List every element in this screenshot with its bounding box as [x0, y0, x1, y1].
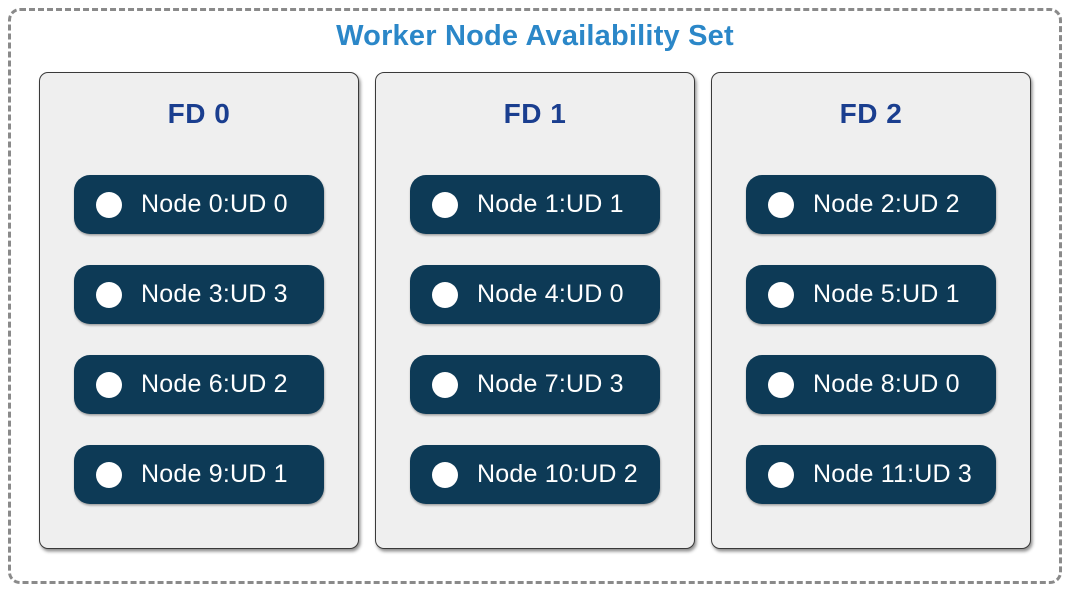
- node-label: Node 3:UD 3: [141, 280, 288, 308]
- node-list: Node 0:UD 0 Node 3:UD 3 Node 6:UD 2 Node…: [40, 175, 358, 504]
- fault-domain-panel-fd1: FD 1 Node 1:UD 1 Node 4:UD 0 Node 7:UD 3: [375, 72, 695, 549]
- node-label: Node 1:UD 1: [477, 190, 624, 218]
- filled-circle-icon: [432, 371, 458, 398]
- filled-circle-icon: [96, 191, 122, 218]
- node-label: Node 7:UD 3: [477, 370, 624, 398]
- node-pill: Node 9:UD 1: [74, 445, 324, 504]
- node-pill: Node 0:UD 0: [74, 175, 324, 234]
- node-label: Node 11:UD 3: [813, 460, 972, 488]
- node-pill: Node 8:UD 0: [746, 355, 996, 414]
- filled-circle-icon: [96, 371, 122, 398]
- node-pill: Node 4:UD 0: [410, 265, 660, 324]
- filled-circle-icon: [432, 281, 458, 308]
- node-label: Node 4:UD 0: [477, 280, 624, 308]
- node-pill: Node 3:UD 3: [74, 265, 324, 324]
- filled-circle-icon: [768, 281, 794, 308]
- fault-domain-panel-fd0: FD 0 Node 0:UD 0 Node 3:UD 3 Node 6:UD 2: [39, 72, 359, 549]
- node-list: Node 1:UD 1 Node 4:UD 0 Node 7:UD 3 Node…: [376, 175, 694, 504]
- fault-domain-label: FD 2: [839, 98, 903, 129]
- filled-circle-icon: [96, 461, 122, 488]
- filled-circle-icon: [768, 191, 794, 218]
- node-pill: Node 6:UD 2: [74, 355, 324, 414]
- fault-domain-label: FD 0: [167, 98, 231, 129]
- filled-circle-icon: [432, 461, 458, 488]
- filled-circle-icon: [768, 371, 794, 398]
- node-label: Node 9:UD 1: [141, 460, 288, 488]
- node-pill: Node 1:UD 1: [410, 175, 660, 234]
- node-label: Node 10:UD 2: [477, 460, 638, 488]
- node-pill: Node 7:UD 3: [410, 355, 660, 414]
- node-label: Node 5:UD 1: [813, 280, 960, 308]
- node-pill: Node 11:UD 3: [746, 445, 996, 504]
- filled-circle-icon: [432, 191, 458, 218]
- fault-domain-row: FD 0 Node 0:UD 0 Node 3:UD 3 Node 6:UD 2: [0, 72, 1070, 549]
- node-pill: Node 5:UD 1: [746, 265, 996, 324]
- node-pill: Node 2:UD 2: [746, 175, 996, 234]
- filled-circle-icon: [768, 461, 794, 488]
- node-pill: Node 10:UD 2: [410, 445, 660, 504]
- diagram-title: Worker Node Availability Set: [336, 20, 734, 52]
- node-label: Node 8:UD 0: [813, 370, 960, 398]
- fault-domain-label: FD 1: [503, 98, 567, 129]
- filled-circle-icon: [96, 281, 122, 308]
- node-label: Node 6:UD 2: [141, 370, 288, 398]
- fault-domain-panel-fd2: FD 2 Node 2:UD 2 Node 5:UD 1 Node 8:UD 0: [711, 72, 1031, 549]
- node-label: Node 0:UD 0: [141, 190, 288, 218]
- node-list: Node 2:UD 2 Node 5:UD 1 Node 8:UD 0 Node…: [712, 175, 1030, 504]
- node-label: Node 2:UD 2: [813, 190, 960, 218]
